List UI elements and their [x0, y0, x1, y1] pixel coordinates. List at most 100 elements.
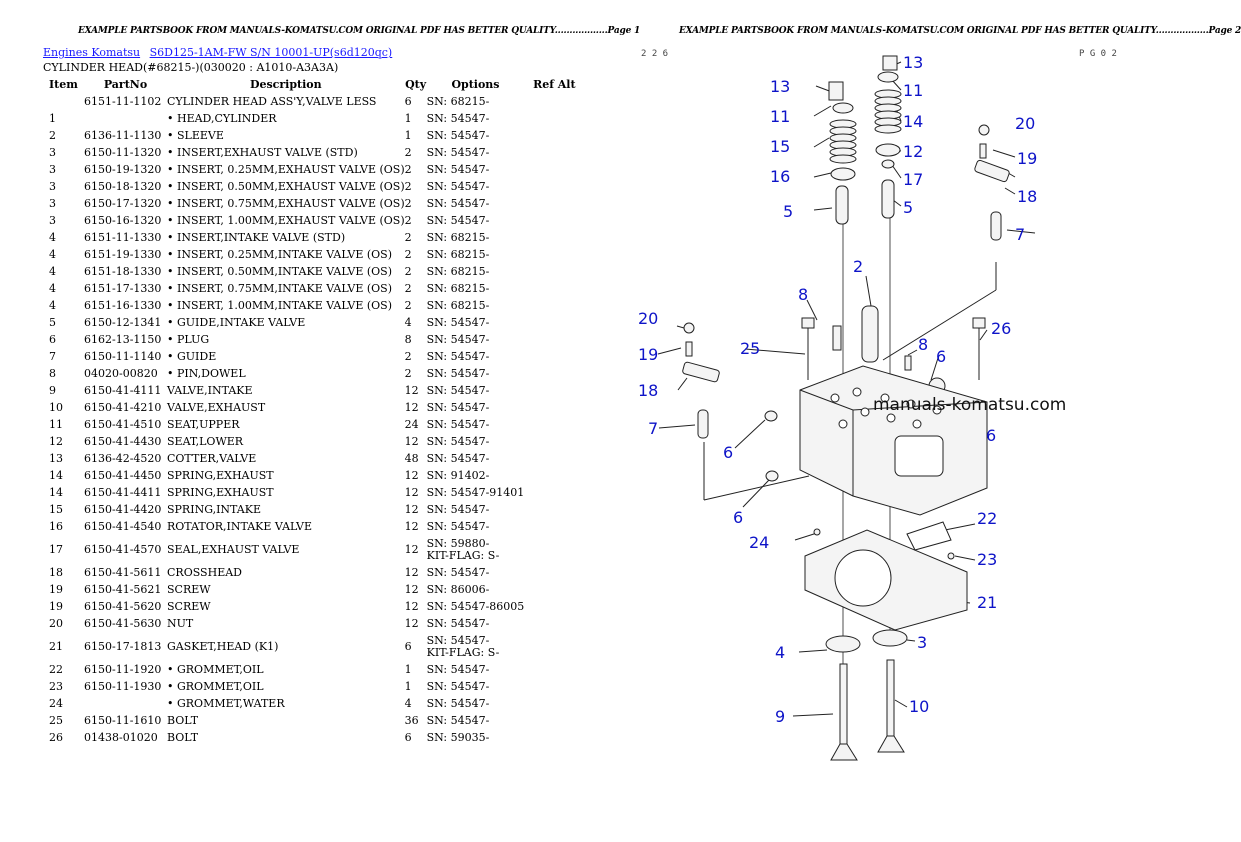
item-cell: 4	[49, 265, 56, 278]
page-header: EXAMPLE PARTSBOOK FROM MANUALS-KOMATSU.C…	[78, 26, 641, 36]
description-cell: • GUIDE,INTAKE VALVE	[167, 316, 306, 329]
callout-13-left: 13	[770, 77, 790, 96]
description-cell: • INSERT, 1.00MM,INTAKE VALVE (OS)	[167, 299, 392, 312]
sleeve-shape	[861, 305, 879, 363]
options-line: SN: 54547-	[426, 332, 490, 346]
column-header-description: Description	[249, 78, 322, 91]
options-cell: SN: 54547-	[427, 518, 525, 535]
options-cell: SN: 68215-	[427, 229, 525, 246]
options-line: SN: 54547-	[426, 565, 490, 579]
part-number-cell: 6136-42-4520	[84, 452, 162, 465]
options-cell: SN: 68215-	[427, 246, 525, 263]
options-line: SN: 68215-	[426, 298, 490, 312]
item-cell: 13	[49, 452, 63, 465]
parts-table: Item PartNo Description Qty Options Ref …	[43, 76, 584, 746]
cotter-valve-shape	[828, 81, 844, 101]
qty-cell: 2	[404, 214, 412, 227]
options-cell: SN: 54547-	[427, 195, 525, 212]
intake-spring-shape	[829, 119, 857, 164]
diagram-parts	[682, 55, 1010, 761]
ref-alt-cell	[524, 416, 584, 433]
callout-10: 10	[909, 697, 929, 716]
qty-cell: 1	[404, 112, 412, 125]
ref-alt-cell	[524, 564, 584, 581]
item-cell: 15	[49, 503, 63, 516]
item-cell: 19	[49, 600, 63, 613]
valve-guide-right-shape	[881, 179, 895, 219]
item-cell: 16	[49, 520, 63, 533]
qty-cell: 12	[404, 566, 419, 579]
breadcrumb-link-model[interactable]: S6D125-1AM-FW S/N 10001-UP(s6d120qc)	[149, 46, 393, 59]
column-header-qty: Qty	[405, 78, 427, 91]
oil-grommet-shape	[906, 521, 952, 551]
qty-cell: 4	[404, 316, 412, 329]
callout-6-bottom: 6	[733, 508, 743, 527]
options-line: SN: 54547-	[426, 366, 490, 380]
figure-code: 2 2 6	[641, 49, 668, 59]
item-cell: 1	[49, 112, 56, 125]
qty-cell: 12	[404, 600, 419, 613]
nut-right-shape	[978, 124, 990, 136]
options-cell: SN: 54547-	[427, 678, 525, 695]
part-number-cell: 6150-17-1320	[84, 197, 162, 210]
options-line: SN: 54547-	[426, 679, 490, 693]
options-line: SN: 54547-	[426, 179, 490, 193]
breadcrumb-link-engines[interactable]: Engines Komatsu	[43, 46, 141, 59]
bolt-25-shape	[801, 317, 815, 380]
dowel-pin-left-shape	[832, 325, 842, 351]
options-cell: SN: 54547-	[427, 365, 525, 382]
options-cell: SN: 54547-	[427, 161, 525, 178]
options-cell: SN: 54547-	[427, 127, 525, 144]
item-cell: 3	[49, 146, 56, 159]
item-cell: 4	[49, 248, 56, 261]
exhaust-port-shape	[894, 435, 944, 477]
options-cell: SN: 54547-KIT-FLAG: S-	[427, 632, 525, 661]
exhaust-insert-shape	[872, 629, 908, 647]
callout-9: 9	[775, 707, 785, 726]
part-number-cell: 6136-11-1130	[84, 129, 162, 142]
options-line: SN: 54547-	[426, 434, 490, 448]
callout-11-right: 11	[903, 81, 923, 100]
options-line: SN: 54547-	[426, 713, 490, 727]
options-cell: SN: 91402-	[427, 467, 525, 484]
description-cell: ROTATOR,INTAKE VALVE	[167, 520, 313, 533]
item-cell: 2	[49, 129, 56, 142]
page-header: EXAMPLE PARTSBOOK FROM MANUALS-KOMATSU.C…	[679, 26, 1241, 36]
options-cell: SN: 54547-	[427, 501, 525, 518]
part-number-cell: 6151-19-1330	[84, 248, 162, 261]
ref-alt-cell	[524, 678, 584, 695]
exhaust-spring-shape	[874, 89, 902, 134]
diagram-page: EXAMPLE PARTSBOOK FROM MANUALS-KOMATSU.C…	[595, 0, 1241, 842]
plug-lower-shape	[765, 470, 779, 482]
part-number-cell: 6150-41-4111	[84, 384, 162, 397]
column-header-options: Options	[451, 77, 500, 91]
options-line: SN: 54547-	[426, 111, 490, 125]
item-cell: 22	[49, 663, 63, 676]
kit-flag-line: KIT-FLAG: S-	[426, 645, 500, 659]
options-line: SN: 68215-	[426, 230, 490, 244]
callout-22: 22	[977, 509, 997, 528]
options-line: SN: 54547-	[426, 213, 490, 227]
callout-6-right: 6	[986, 426, 996, 445]
callout-20-left: 20	[638, 309, 658, 328]
ref-alt-cell	[524, 280, 584, 297]
guide-right-shape	[990, 211, 1002, 241]
figure-page-code: P G 0 2	[1079, 49, 1117, 59]
qty-cell: 12	[404, 617, 419, 630]
options-line: SN: 54547-	[426, 519, 490, 533]
ref-alt-cell	[524, 712, 584, 729]
item-cell: 9	[49, 384, 56, 397]
qty-cell: 48	[404, 452, 419, 465]
options-line: SN: 54547-	[426, 502, 490, 516]
cotter-valve-right-shape	[882, 55, 898, 71]
qty-cell: 2	[404, 265, 412, 278]
ref-alt-cell	[524, 178, 584, 195]
options-cell: SN: 54547-	[427, 314, 525, 331]
callout-11-left: 11	[770, 107, 790, 126]
